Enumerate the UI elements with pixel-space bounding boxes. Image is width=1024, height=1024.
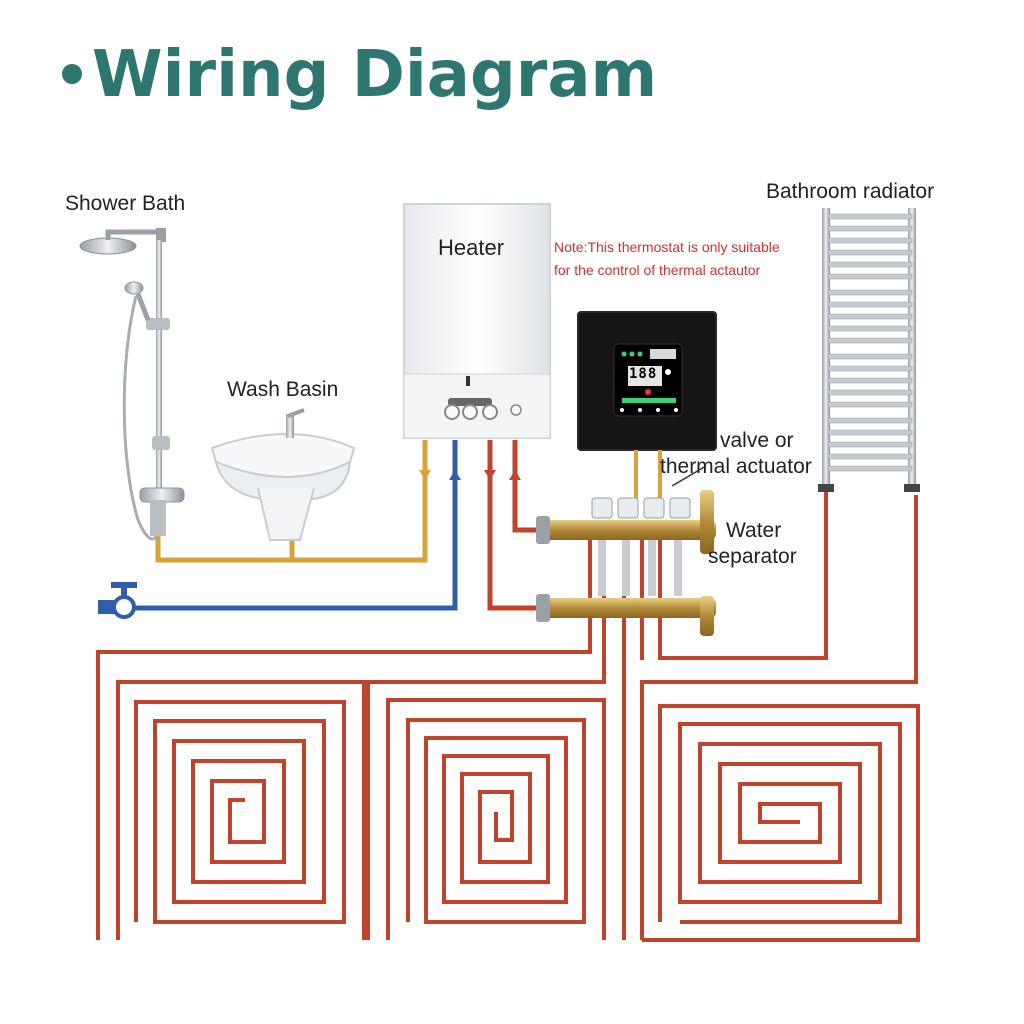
label-thermal-actuator: thermal actuator xyxy=(660,455,812,478)
bathroom-radiator-illustration xyxy=(818,208,920,492)
note-line-2: for the control of thermal actautor xyxy=(554,262,761,278)
cold-water-tap xyxy=(98,582,137,619)
shower-illustration xyxy=(79,228,185,541)
thermostat-display-digits: 188 xyxy=(629,366,658,382)
label-water: Water xyxy=(726,519,782,542)
label-heater: Heater xyxy=(438,235,505,260)
page-title: Wiring Diagram xyxy=(62,38,657,112)
water-separator-manifold xyxy=(536,490,716,636)
actuator-wires xyxy=(634,450,662,500)
label-bathroom-radiator: Bathroom radiator xyxy=(766,180,935,203)
heater-illustration xyxy=(403,203,551,439)
label-shower-bath: Shower Bath xyxy=(65,192,186,215)
title-bullet-icon xyxy=(62,64,82,85)
page-title-text: Wiring Diagram xyxy=(92,38,658,112)
wash-basin-illustration xyxy=(210,408,356,541)
label-separator: separator xyxy=(708,545,797,568)
flow-arrows xyxy=(419,470,521,480)
label-valve: valve or xyxy=(720,429,794,452)
floor-heating-loop-left xyxy=(96,600,592,940)
thermostat-note: Note:This thermostat is only suitable fo… xyxy=(554,236,780,282)
label-wash-basin: Wash Basin xyxy=(227,378,339,401)
actuator-pointer-line xyxy=(671,465,707,487)
note-line-1: Note:This thermostat is only suitable xyxy=(554,239,780,255)
thermostat-device xyxy=(577,311,717,451)
